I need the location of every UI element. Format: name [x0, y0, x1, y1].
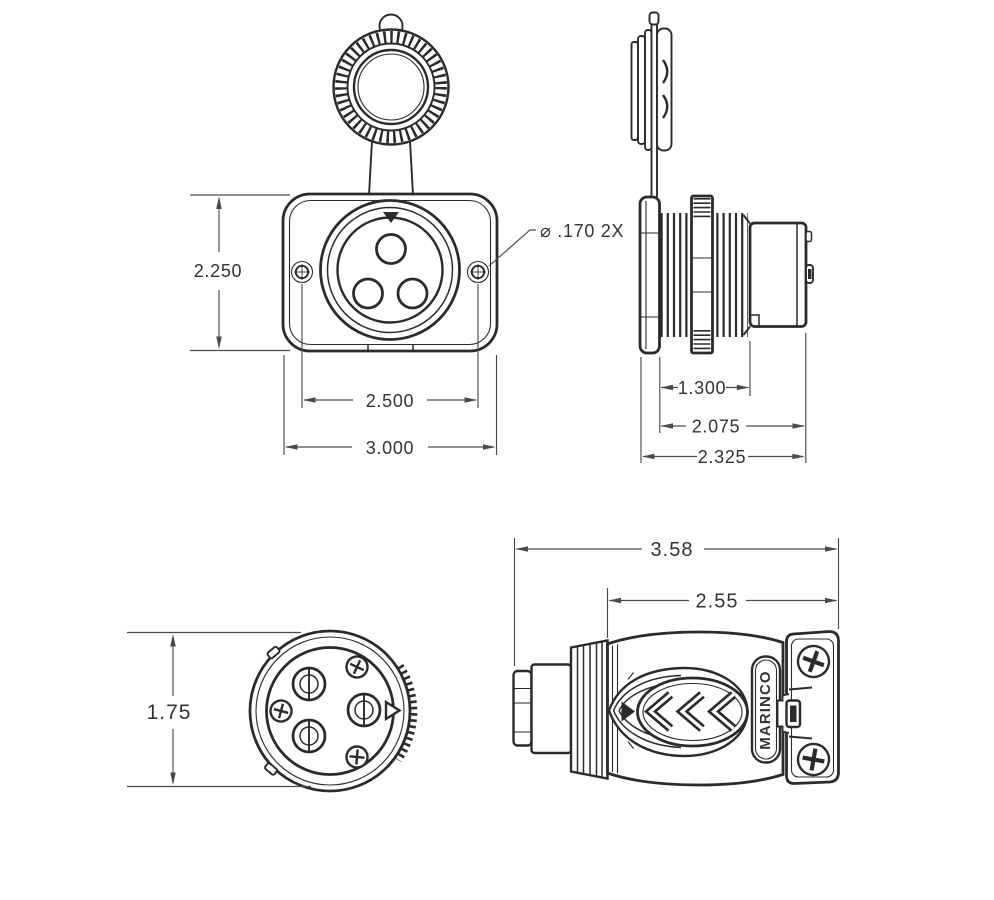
- dim-plug-overall-length: 3.58: [651, 539, 694, 561]
- cord-clamp: [776, 686, 813, 740]
- dimension-plug-face-height: 1.75: [127, 631, 311, 788]
- dim-side-body-length: 2.075: [692, 417, 741, 437]
- assembly-screw-upper-right: [345, 655, 369, 679]
- cap-knurl-ring: [335, 31, 447, 143]
- dimension-plug-overall-length: 3.58: [513, 538, 840, 666]
- contact-hole-right: [396, 277, 429, 310]
- dim-receptacle-width: 3.000: [366, 438, 415, 458]
- plug-side-view: MARINCO: [512, 538, 840, 787]
- dim-thread-length: 1.300: [678, 378, 727, 398]
- dimension-receptacle-height: 2.250: [190, 194, 290, 352]
- dimension-plug-body-length: 2.55: [606, 588, 838, 638]
- cord-boot-rings: [569, 639, 609, 780]
- brand-label: MARINCO: [757, 670, 774, 749]
- receptacle-front-view: 2.250 2.500 3.000 ⌀ .170 2X: [190, 13, 624, 458]
- mounting-hole-left: [290, 260, 314, 284]
- dimension-thread-length: 1.300: [659, 341, 751, 433]
- rear-cap-screw-top: [796, 644, 831, 679]
- keyway-triangle-marker: [383, 212, 399, 223]
- dim-mounting-hole-spacing: 2.500: [366, 391, 415, 411]
- cover-strap: [368, 140, 414, 196]
- grip-triangle-marker: [621, 701, 635, 722]
- key-tab-lower: [264, 762, 278, 776]
- panel-nut: [690, 194, 714, 355]
- dimension-mounting-hole-spacing: 2.500: [301, 284, 479, 411]
- dimension-receptacle-width: 3.000: [283, 355, 498, 458]
- dim-receptacle-height: 2.250: [194, 261, 243, 281]
- rear-cap-screw-bottom: [796, 742, 831, 777]
- dim-plug-body-length: 2.55: [696, 591, 739, 613]
- dim-overall-depth: 2.325: [698, 447, 747, 467]
- receptacle-flange-side: [638, 195, 661, 355]
- alignment-triangle-marker: [384, 699, 402, 722]
- mounting-hole-right: [466, 260, 490, 284]
- contact-hole-left: [352, 277, 384, 310]
- plug-contact-bottom: [291, 718, 327, 754]
- plug-contact-top: [291, 666, 327, 702]
- receptacle-side-view: 1.300 2.075 2.325: [630, 11, 814, 467]
- plug-contact-right: [346, 692, 382, 728]
- dimension-overall-depth: 2.325: [640, 357, 805, 467]
- dim-plug-face-height: 1.75: [147, 701, 192, 724]
- cover-cap: [332, 13, 450, 146]
- mounting-hole-callout: ⌀ .170 2X: [488, 221, 624, 267]
- assembly-screw-left: [269, 699, 293, 723]
- key-tab-upper: [266, 645, 281, 660]
- receptacle-body-front: [281, 192, 499, 353]
- grip-chevrons: [643, 691, 737, 732]
- cover-cap-side: [630, 11, 673, 200]
- receptacle-rear-body: [742, 214, 814, 336]
- assembly-screw-lower-right: [345, 745, 369, 769]
- brand-capsule: MARINCO: [750, 655, 782, 764]
- rim-knurl-arc: [394, 663, 418, 763]
- callout-mounting-hole-diameter: ⌀ .170 2X: [540, 221, 624, 241]
- dimension-side-body-length: 2.075: [660, 333, 807, 463]
- grip-pad: [607, 666, 749, 758]
- plug-pins-side: [512, 663, 573, 755]
- contact-hole-top: [375, 233, 407, 265]
- plug-face-view: 1.75: [127, 629, 418, 793]
- rear-cap: [776, 630, 840, 785]
